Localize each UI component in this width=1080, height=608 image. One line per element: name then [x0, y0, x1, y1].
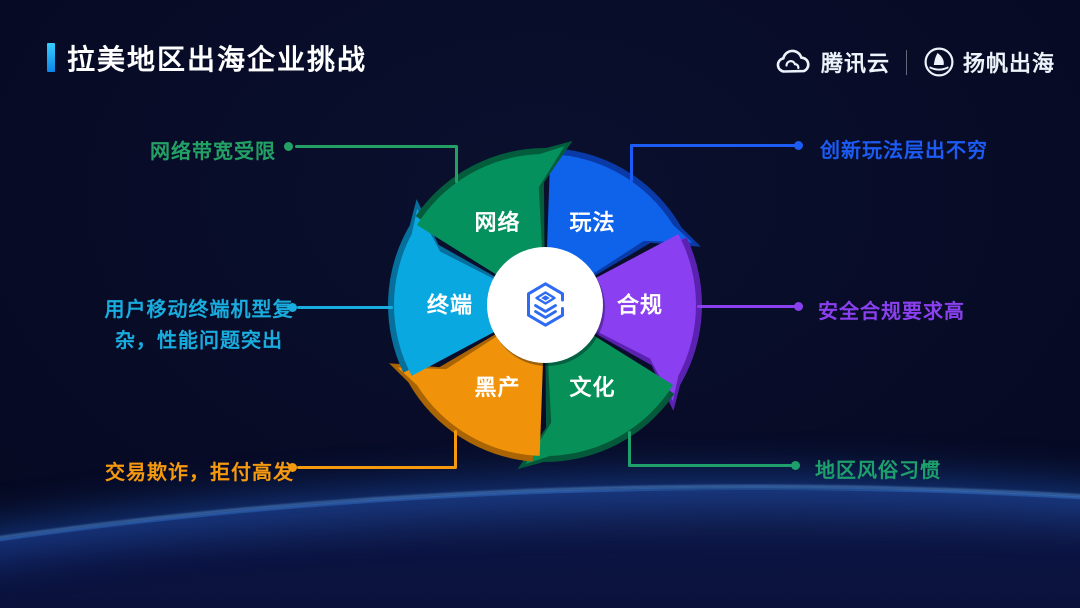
callout-network-dot	[284, 142, 293, 151]
callout-gameplay-line-h	[630, 144, 796, 147]
callout-culture-dot	[791, 461, 800, 470]
callout-fraud-line-v	[454, 430, 457, 468]
tencent-cloud-icon	[776, 49, 810, 73]
planet-horizon-glow	[0, 485, 1080, 608]
terminal-wedge	[394, 208, 545, 376]
callout-network-line-v	[455, 145, 458, 183]
logo-divider	[906, 49, 908, 75]
callout-fraud: 交易欺诈，拒付高发	[105, 462, 294, 484]
wheel-label-gameplay: 玩法	[569, 210, 615, 235]
center-circle	[487, 247, 603, 363]
callout-compliance-line-h	[697, 305, 797, 308]
wheel-label-fraud: 黑产	[474, 375, 520, 400]
wheel-label-culture: 文化	[569, 375, 615, 400]
callout-terminal: 用户移动终端机型复 杂，性能问题突出	[104, 299, 294, 352]
callout-network-line-h	[295, 145, 457, 148]
logo-row: 腾讯云 扬帆出海	[773, 44, 1055, 80]
callout-culture-line-v	[628, 431, 631, 467]
callout-fraud-dot	[288, 463, 297, 472]
callout-fraud-line-h	[297, 466, 457, 469]
callout-terminal-line-h	[297, 306, 393, 309]
callout-network: 网络带宽受限	[150, 141, 276, 163]
callout-culture: 地区风俗习惯	[815, 460, 941, 482]
callout-compliance-dot	[794, 302, 803, 311]
compliance-wedge	[545, 234, 696, 402]
callout-culture-line-h	[628, 464, 794, 467]
wheel-label-compliance: 合规	[617, 293, 663, 318]
title-accent-bar	[47, 43, 55, 72]
wheel-label-terminal: 终端	[427, 293, 473, 318]
callout-gameplay: 创新玩法层出不穷	[820, 140, 988, 162]
wheel-segment-compliance: 合规	[545, 234, 702, 411]
yangfan-label: 扬帆出海	[963, 51, 1056, 76]
tencent-cloud-label: 腾讯云	[821, 51, 891, 76]
callout-terminal-dot	[288, 303, 297, 312]
wheel-label-network: 网络	[474, 210, 520, 235]
callout-gameplay-dot	[794, 141, 803, 150]
page-title: 拉美地区出海企业挑战	[67, 44, 368, 75]
callout-compliance: 安全合规要求高	[818, 301, 965, 323]
sailboat-icon	[924, 47, 954, 77]
callout-gameplay-line-v	[630, 144, 633, 182]
wheel-segment-terminal: 终端	[388, 199, 545, 376]
